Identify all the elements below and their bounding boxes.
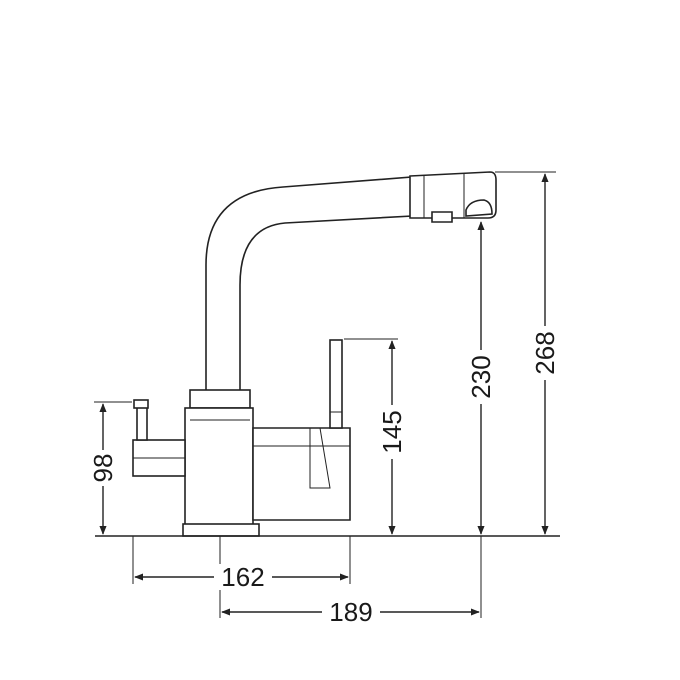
main-body	[184, 407, 254, 527]
right-lever	[329, 339, 343, 429]
right-handle-body	[252, 427, 351, 521]
label-backgrounds	[90, 326, 558, 625]
dim-189-label: 189	[329, 597, 372, 627]
dimension-labels: 98 145 230 268 162 189	[88, 331, 560, 627]
dim-162-label: 162	[221, 562, 264, 592]
spout-outer	[192, 176, 413, 393]
dim-230-label: 230	[466, 355, 496, 398]
collar	[189, 389, 251, 409]
dim-268-label: 268	[530, 331, 560, 374]
nozzle-left	[431, 211, 453, 223]
faucet-outline	[132, 171, 497, 537]
left-lever-cap	[133, 399, 149, 409]
base-plate	[182, 523, 260, 537]
left-lever-stem	[136, 403, 148, 441]
extension-lines	[94, 171, 560, 618]
dim-145-label: 145	[377, 410, 407, 453]
dim-98-label: 98	[88, 454, 118, 483]
nozzle-right	[465, 199, 493, 217]
